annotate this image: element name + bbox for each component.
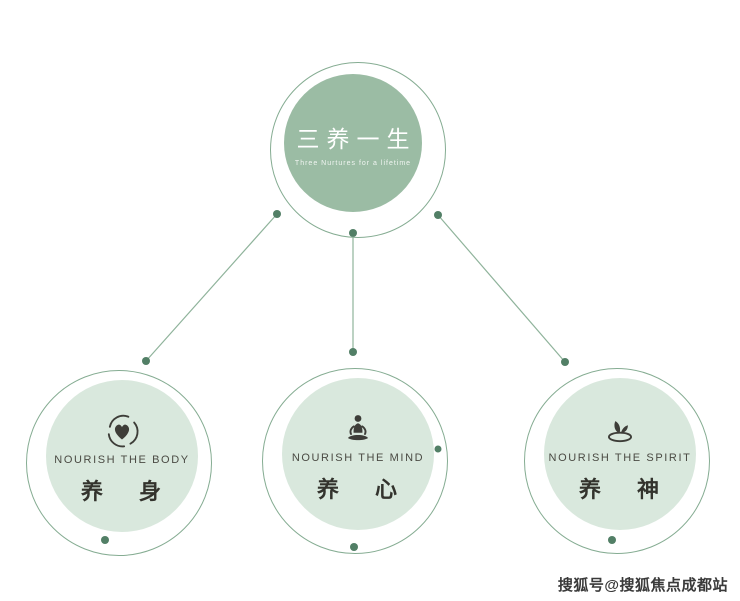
watermark: 搜狐号@搜狐焦点成都站 <box>557 577 728 594</box>
node-spirit-label-en: NOURISH THE SPIRIT <box>548 452 692 464</box>
meditation-icon <box>347 415 369 441</box>
dot-top-left <box>273 210 281 218</box>
node-spirit-label-zh: 养 神 <box>578 477 662 502</box>
diagram-title: 三养一生 <box>296 125 417 152</box>
node-mind-label-zh: 养 心 <box>316 477 400 502</box>
heart-hands-icon <box>107 414 139 448</box>
node-mind-label-en: NOURISH THE MIND <box>291 452 425 464</box>
connector-line-right <box>437 214 566 363</box>
top-node: 三养一生 Three Nurtures for a lifetime <box>284 74 422 212</box>
node-body-label-zh: 养 身 <box>80 479 164 504</box>
node-body: NOURISH THE BODY 养 身 <box>46 380 198 532</box>
node-body-ring <box>26 370 212 556</box>
diagram-subtitle: Three Nurtures for a lifetime <box>294 159 412 167</box>
connector-line-left <box>145 213 278 362</box>
node-mind-ring <box>262 368 448 554</box>
node-spirit-ring <box>524 368 710 554</box>
top-node-ring <box>270 62 446 238</box>
node-body-label-en: NOURISH THE BODY <box>54 454 190 466</box>
dot-top-right <box>434 211 442 219</box>
dot-right-top <box>561 358 569 366</box>
dot-mid-top <box>349 348 357 356</box>
leaf-sprout-icon <box>607 421 633 443</box>
node-spirit: NOURISH THE SPIRIT 养 神 <box>544 378 696 530</box>
dot-left-top <box>142 357 150 365</box>
node-mind: NOURISH THE MIND 养 心 <box>282 378 434 530</box>
